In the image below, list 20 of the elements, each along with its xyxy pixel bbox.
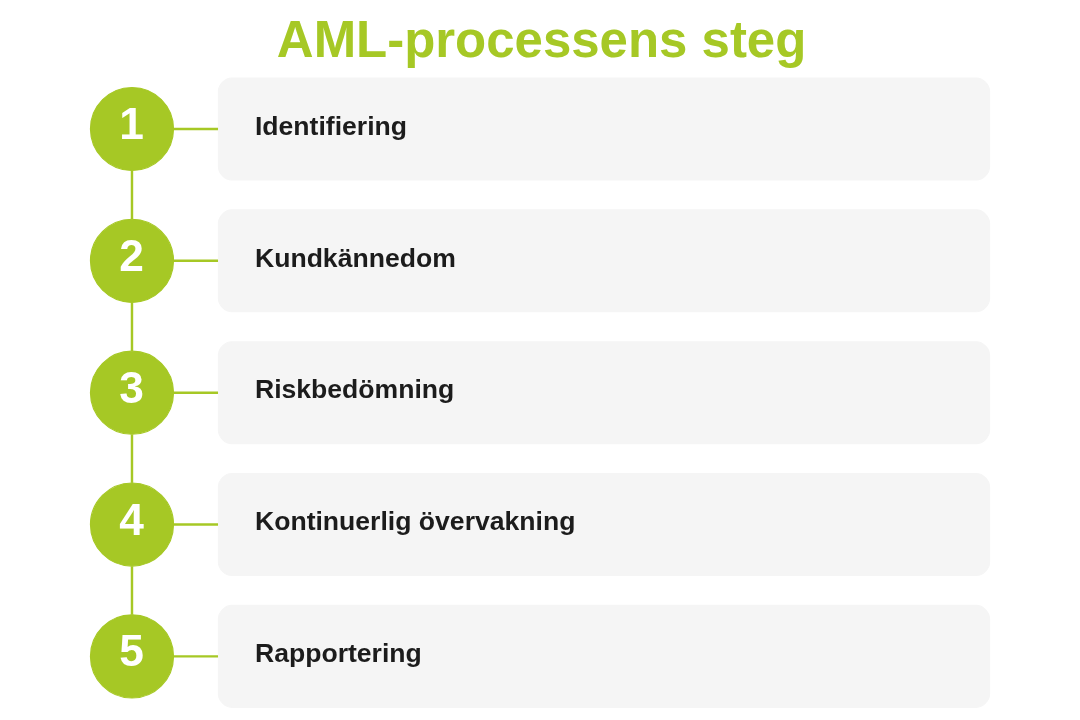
- node-box: Kontinuerlig övervakning: [217, 473, 991, 577]
- connector: [173, 127, 219, 131]
- connector: [173, 523, 219, 526]
- connector: [130, 302, 134, 352]
- connector: [130, 566, 134, 615]
- node-circle: 5: [89, 614, 175, 699]
- node-circle: 4: [89, 482, 175, 567]
- connector: [173, 655, 219, 658]
- node-box: Rapportering: [217, 604, 991, 708]
- connector: [173, 259, 219, 263]
- node-circle: 2: [89, 218, 175, 303]
- node-box: Identifiering: [217, 77, 991, 181]
- connector: [173, 391, 219, 394]
- diagram-title: AML-processens steg: [276, 10, 807, 68]
- node-circle: 1: [89, 86, 175, 172]
- connector: [130, 434, 134, 483]
- node-circle: 3: [89, 350, 175, 435]
- node-box: Kundkännedom: [217, 209, 991, 313]
- node-box: Riskbedömning: [217, 341, 991, 445]
- connector: [130, 170, 134, 220]
